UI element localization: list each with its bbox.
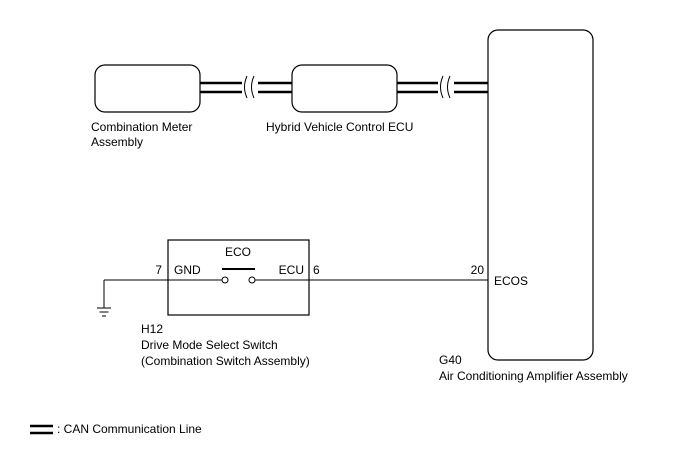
- switch-pin-right-number: 6: [313, 263, 320, 277]
- hv-ecu-label: Hybrid Vehicle Control ECU: [266, 120, 414, 134]
- can-line-legend-icon: [30, 424, 53, 435]
- amplifier-code: G40: [439, 353, 462, 367]
- amplifier-pin-number: 20: [471, 263, 485, 277]
- switch-pin-left-name: GND: [174, 263, 201, 277]
- combination-meter-label-1: Combination Meter: [91, 120, 193, 134]
- switch-label-2: (Combination Switch Assembly): [141, 354, 310, 368]
- ac-amplifier-box: [487, 29, 594, 361]
- ground-icon: [97, 307, 111, 317]
- can-line-hv-amplifier: [397, 75, 488, 99]
- can-line-meter-hv: [200, 75, 292, 99]
- amplifier-pin-name: ECOS: [494, 274, 528, 288]
- combination-meter-label-2: Assembly: [91, 135, 144, 149]
- switch-code: H12: [141, 322, 164, 336]
- switch-pin-right-name: ECU: [279, 263, 304, 277]
- legend-text: : CAN Communication Line: [57, 422, 202, 436]
- switch-contact-label: ECO: [225, 245, 251, 259]
- switch-label-1: Drive Mode Select Switch: [141, 338, 278, 352]
- eco-switch-contact: [168, 268, 309, 284]
- amplifier-label: Air Conditioning Amplifier Assembly: [439, 369, 628, 383]
- drive-mode-switch-box: [167, 239, 310, 316]
- hv-ecu-box: [291, 64, 398, 113]
- ground-wire: [103, 279, 168, 308]
- combination-meter-box: [94, 64, 201, 113]
- switch-pin-left-number: 7: [155, 263, 162, 277]
